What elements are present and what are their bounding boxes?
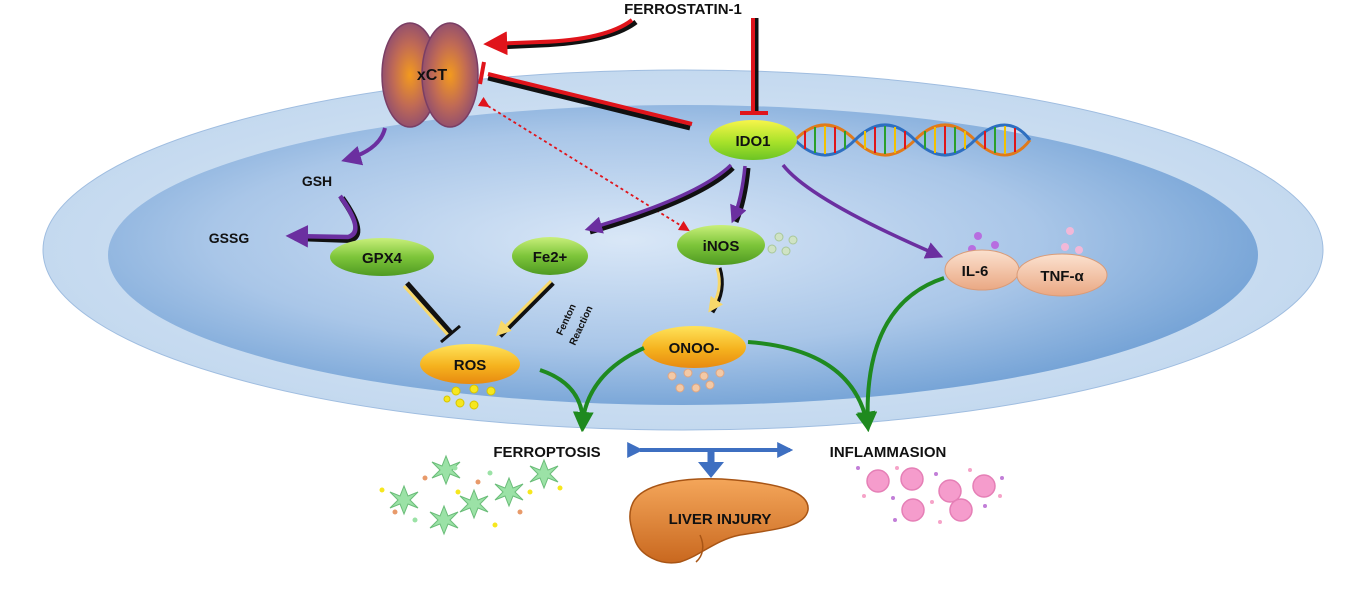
gpx4-node: GPX4 (330, 238, 434, 276)
ros-particles (443, 384, 496, 410)
cytokine-particles (968, 227, 1083, 254)
il6-node: IL-6 (944, 249, 1020, 291)
ferrostatin-to-xct-arrow (483, 18, 638, 56)
cytokines-to-inflammation-arrow (857, 276, 945, 432)
liver-injury-label: LIVER INJURY (669, 511, 772, 528)
fe2-node: Fe2+ (512, 237, 588, 275)
onoo-to-ferroptosis-arrow (572, 346, 645, 432)
gsh-label: GSH (302, 173, 332, 189)
inos-node: iNOS (677, 225, 765, 265)
tnfa-node: TNF-α (1016, 253, 1108, 297)
xct-to-gsh-arrow (341, 127, 387, 166)
ido1-to-il6-arrow (781, 163, 944, 259)
gpx4-inhibits-ros (402, 281, 461, 344)
onoo-label: ONOO- (669, 340, 720, 357)
inflammation-cells (856, 466, 1004, 524)
ferroptosis-debris (379, 454, 563, 536)
xct-label: xCT (417, 67, 447, 84)
gsh-to-gssg-arrow (285, 194, 361, 248)
gpx4-label: GPX4 (362, 250, 403, 267)
ferroptosis-inflammation-link (627, 442, 794, 478)
dna-helix-icon (793, 123, 1032, 157)
il6-label: IL-6 (962, 263, 989, 280)
fe2-label: Fe2+ (533, 249, 568, 266)
onoo-particles (667, 368, 725, 393)
gssg-label: GSSG (209, 230, 250, 246)
ido1-to-fe2-arrow (584, 163, 735, 235)
inflammation-label: INFLAMMASION (830, 444, 947, 461)
ferroptosis-label: FERROPTOSIS (493, 444, 600, 461)
inos-to-onoo-arrow (708, 267, 724, 314)
ferrostatin-inhibits-ido1 (740, 18, 768, 115)
ido1-node: IDO1 (709, 120, 797, 160)
ros-label: ROS (454, 357, 487, 374)
no-particles (767, 232, 798, 256)
ferrostatin-label: FERROSTATIN-1 (624, 1, 742, 18)
ros-node: ROS (420, 344, 520, 384)
tnfa-label: TNF-α (1040, 268, 1084, 285)
fe2-to-ros-arrow (495, 279, 555, 338)
onoo-node: ONOO- (642, 326, 746, 368)
liver-icon (629, 478, 809, 564)
ido1-label: IDO1 (735, 133, 770, 150)
inos-label: iNOS (703, 238, 740, 255)
onoo-to-inflammation-arrow (747, 340, 876, 432)
ido1-to-inos-arrow (730, 165, 751, 224)
xct-transporter: xCT (381, 22, 479, 128)
